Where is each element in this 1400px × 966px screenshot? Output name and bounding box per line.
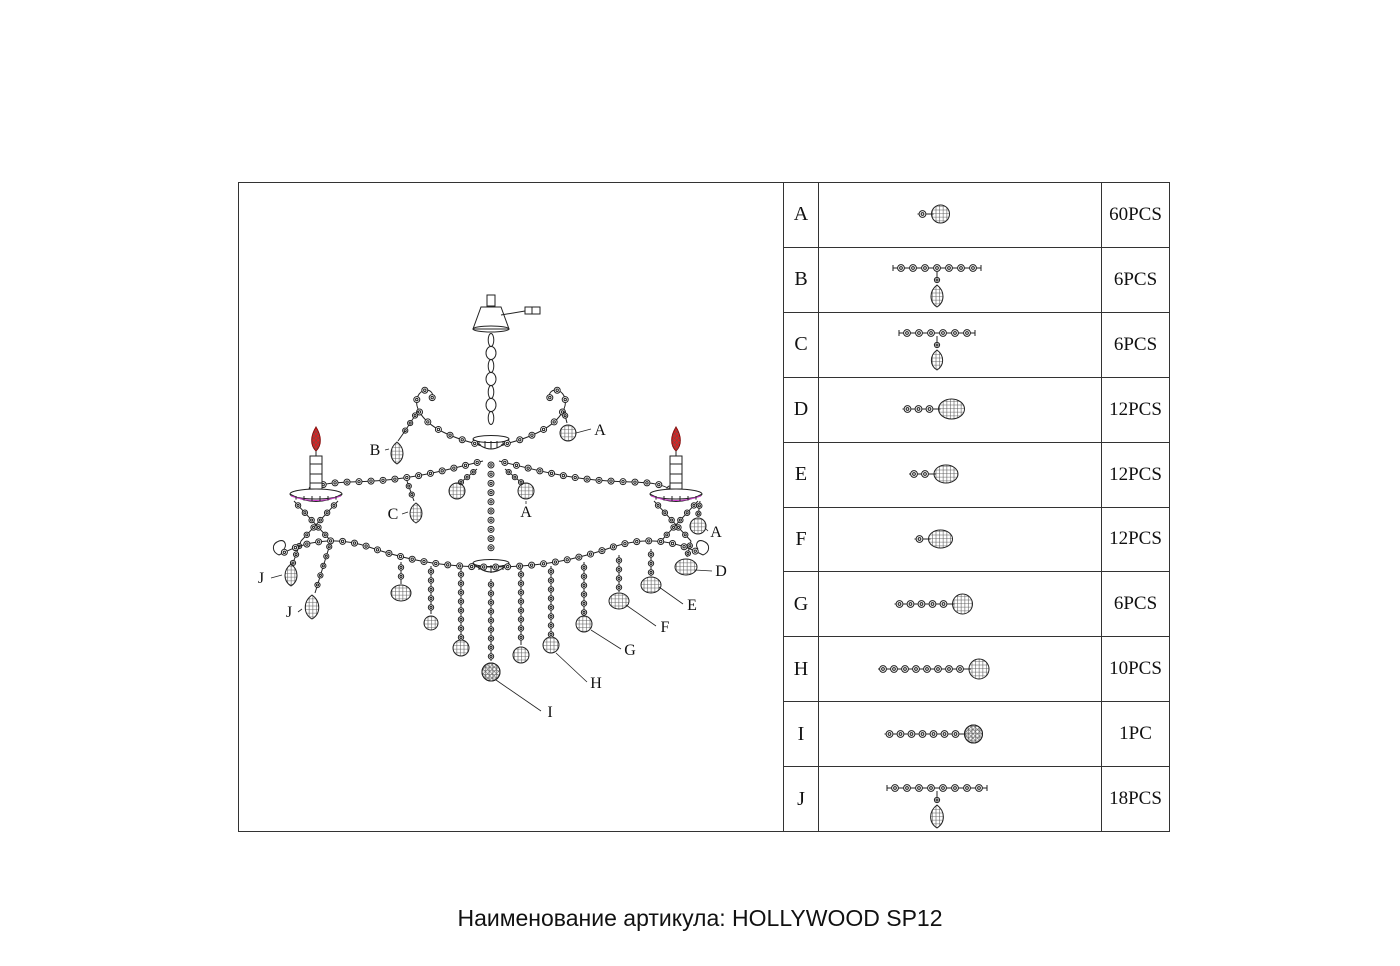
- part-letter: F: [784, 507, 819, 572]
- diagram-callout-label: E: [687, 597, 697, 614]
- parts-table-row: D 12PCS: [784, 376, 1169, 442]
- part-illustration: [898, 329, 976, 371]
- part-letter: H: [784, 637, 819, 702]
- parts-table-row: E 12PCS: [784, 441, 1169, 507]
- diagram-callout-label: D: [715, 563, 727, 580]
- part-letter: D: [784, 377, 819, 442]
- chandelier-diagram: A B C A J J I H G FE D A: [258, 294, 727, 721]
- part-letter: G: [784, 572, 819, 637]
- diagram-callout-label: F: [661, 619, 670, 636]
- part-quantity: 60PCS: [1109, 203, 1162, 225]
- diagram-callout-label: J: [258, 570, 264, 587]
- part-illustration: [886, 783, 988, 829]
- part-illustration: [892, 264, 982, 308]
- part-drawing-cell: [819, 247, 1102, 312]
- part-letter: A: [784, 183, 819, 247]
- part-drawing-cell: [819, 312, 1102, 377]
- diagram-callout-label: J: [286, 604, 292, 621]
- parts-table-row: I 1PC: [784, 701, 1169, 767]
- part-quantity: 6PCS: [1113, 593, 1158, 615]
- part-quantity: 12PCS: [1109, 528, 1162, 550]
- diagram-callout-label: B: [370, 442, 381, 459]
- part-illustration: [884, 724, 983, 744]
- part-drawing-cell: [819, 702, 1102, 767]
- part-illustration: [902, 398, 965, 420]
- diagram-callout-label: C: [388, 506, 399, 523]
- part-illustration: [894, 593, 973, 615]
- part-drawing-cell: [819, 377, 1102, 442]
- part-quantity: 6PCS: [1113, 268, 1158, 290]
- part-drawing-cell: [819, 183, 1102, 247]
- part-letter: C: [784, 312, 819, 377]
- part-quantity: 10PCS: [1109, 658, 1162, 680]
- part-illustration: [878, 658, 990, 680]
- parts-table-row: C 6PCS: [784, 311, 1169, 377]
- part-quantity: 12PCS: [1109, 398, 1162, 420]
- part-quantity: 6PCS: [1113, 333, 1158, 355]
- part-quantity: 18PCS: [1109, 788, 1162, 810]
- parts-table-row: A 60PCS: [784, 183, 1169, 247]
- article-caption: Наименование артикула: HOLLYWOOD SP12: [457, 905, 943, 931]
- part-letter: B: [784, 247, 819, 312]
- diagram-callout-label: G: [624, 642, 636, 659]
- parts-table-row: J 18PCS: [784, 766, 1169, 832]
- part-letter: E: [784, 442, 819, 507]
- part-drawing-cell: [819, 572, 1102, 637]
- part-quantity: 12PCS: [1109, 463, 1162, 485]
- parts-table-row: F 12PCS: [784, 506, 1169, 572]
- diagram-callout-label: A: [710, 524, 722, 541]
- parts-table-row: B 6PCS: [784, 246, 1169, 312]
- part-illustration: [914, 529, 953, 549]
- diagram-callout-label: A: [520, 504, 532, 521]
- part-drawing-cell: [819, 507, 1102, 572]
- part-illustration: [909, 464, 959, 484]
- part-drawing-cell: [819, 767, 1102, 832]
- part-drawing-cell: [819, 637, 1102, 702]
- part-quantity: 1PC: [1119, 723, 1152, 745]
- part-letter: I: [784, 702, 819, 767]
- diagram-callout-label: H: [590, 675, 602, 692]
- part-illustration: [917, 204, 950, 224]
- parts-table-row: G 6PCS: [784, 571, 1169, 637]
- diagram-callout-label: I: [547, 704, 552, 721]
- parts-table: A 60PCS B 6PCS C 6PCS D 12PCS E 12PCS F: [783, 183, 1169, 832]
- part-drawing-cell: [819, 442, 1102, 507]
- parts-table-row: H 10PCS: [784, 636, 1169, 702]
- diagram-callout-label: A: [594, 422, 606, 439]
- part-letter: J: [784, 767, 819, 832]
